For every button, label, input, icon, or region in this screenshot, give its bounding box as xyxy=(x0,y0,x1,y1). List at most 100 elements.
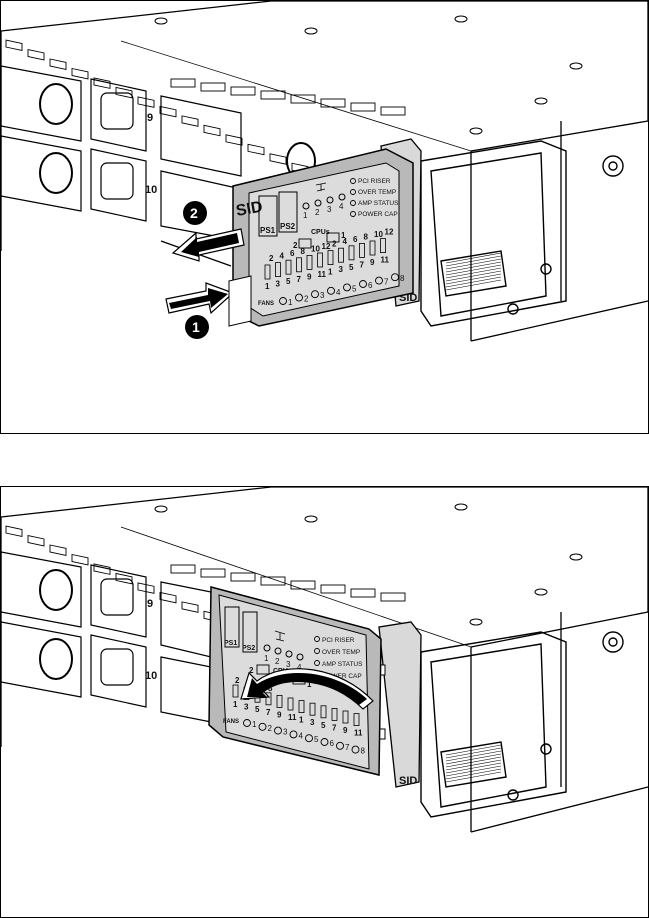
nic-number-1: 1 xyxy=(264,654,269,663)
dimm-led xyxy=(320,705,327,719)
step-1-panel: 9 10 SID SID PS1 PS2 1 2 3 4 PCI RISER xyxy=(0,0,649,434)
dimm-led xyxy=(353,713,360,727)
cpu-number-2: 2 xyxy=(293,241,298,250)
sid-module-label: SID xyxy=(235,199,264,220)
dimm-label-top: 2 xyxy=(269,254,274,263)
fan-led xyxy=(391,273,399,282)
fan-number: 8 xyxy=(400,274,405,283)
callout-2-number: 2 xyxy=(190,205,198,221)
dimm-led xyxy=(285,259,292,275)
nic-number-3: 3 xyxy=(327,205,332,214)
drive-bays xyxy=(1,551,212,723)
fan-number: 1 xyxy=(288,298,293,307)
dimm-label-bottom: 3 xyxy=(276,280,281,289)
dimm-label-bottom: 7 xyxy=(297,275,302,284)
dimm-label-bottom: 7 xyxy=(266,708,271,717)
dimm-led xyxy=(265,692,272,706)
bay-number-9: 9 xyxy=(147,598,153,610)
nic-number-3: 3 xyxy=(286,660,291,669)
status-label-amp-status: AMP STATUS xyxy=(358,200,399,207)
dimm-label-bottom: 5 xyxy=(255,705,260,714)
fan-led xyxy=(375,276,383,285)
fan-led xyxy=(336,741,344,750)
dimm-label-top: 2 xyxy=(235,676,240,685)
status-label-amp-status: AMP STATUS xyxy=(322,661,363,668)
dimm-label-top: 12 xyxy=(322,242,331,251)
release-latch[interactable] xyxy=(228,275,252,327)
cpu-indicators xyxy=(298,232,340,249)
sid-module[interactable] xyxy=(232,148,414,327)
dimm-led xyxy=(327,250,334,266)
status-label-pci-riser: PCI RISER xyxy=(358,178,391,185)
step-1-illustration: 9 10 SID SID PS1 PS2 1 2 3 4 PCI RISER xyxy=(1,1,648,342)
dimm-label-bottom: 7 xyxy=(332,723,337,732)
bay-number-10: 10 xyxy=(145,670,157,682)
dimm-led xyxy=(348,245,355,261)
dimm-led xyxy=(338,247,344,263)
network-icon xyxy=(315,182,327,192)
fan-number: 7 xyxy=(384,278,389,287)
dimm-label-bottom: 9 xyxy=(343,726,348,735)
fans-label: FANS xyxy=(258,301,274,307)
dimm-label-bottom: 1 xyxy=(265,282,270,291)
psu-label-2: PS2 xyxy=(280,222,296,231)
dimm-led xyxy=(380,238,386,254)
dimm-label-bottom: 9 xyxy=(277,710,282,719)
nic-number-2: 2 xyxy=(275,657,280,666)
nic-indicators xyxy=(263,644,304,661)
dimm-label-top: 12 xyxy=(385,228,394,237)
fan-number: 3 xyxy=(283,728,288,737)
ear-hatching xyxy=(445,744,502,783)
psu-indicators xyxy=(258,191,298,237)
fan-led xyxy=(320,738,329,746)
status-label-power-cap: POWER CAP xyxy=(322,673,362,680)
cpu-number-2: 2 xyxy=(249,666,254,675)
dimm-led xyxy=(298,700,305,714)
dimm-label-top: 6 xyxy=(290,249,295,258)
status-label-power-cap: POWER CAP xyxy=(358,211,398,218)
dimm-led xyxy=(296,257,302,273)
fan-led xyxy=(274,726,282,735)
dimm-label-top: 8 xyxy=(364,232,369,241)
fan-number: 1 xyxy=(252,720,257,729)
fan-number: 4 xyxy=(336,288,341,297)
dimm-label-top: 8 xyxy=(301,247,306,256)
nic-indicators xyxy=(302,193,346,210)
fan-led xyxy=(327,286,335,295)
dimm-label-bottom: 11 xyxy=(381,256,390,265)
dimm-label-bottom: 9 xyxy=(307,272,312,281)
rotate-arrow xyxy=(240,668,374,710)
dimm-label-bottom: 1 xyxy=(328,268,333,277)
dimm-led xyxy=(309,702,316,716)
dimm-led xyxy=(287,697,294,711)
chassis-screws xyxy=(154,503,583,626)
dimm-led xyxy=(232,684,239,698)
network-icon xyxy=(274,630,286,642)
dimm-label-bottom: 7 xyxy=(360,260,365,269)
psu-indicators xyxy=(224,606,258,653)
bay-number-10: 10 xyxy=(145,184,157,196)
dimm-label-bottom: 11 xyxy=(318,270,327,279)
dimm-label-top: 4 xyxy=(343,237,348,246)
dimm-label-top: 10 xyxy=(311,244,320,253)
rack-ear xyxy=(420,140,624,327)
fan-led xyxy=(295,293,303,302)
dimm-led xyxy=(342,710,349,724)
callout-1-number: 1 xyxy=(192,319,200,335)
fan-led xyxy=(311,290,319,299)
pull-out-arrow xyxy=(171,228,245,262)
psu-label-1: PS1 xyxy=(260,226,276,235)
fan-number: 4 xyxy=(299,731,304,740)
nic-number-4: 4 xyxy=(297,663,302,672)
fan-number: 6 xyxy=(368,281,373,290)
dimm-led xyxy=(306,254,313,270)
press-arrow xyxy=(165,282,235,315)
cpu-number-1: 1 xyxy=(307,680,312,689)
dimm-label-bottom: 5 xyxy=(286,277,291,286)
dimm-led xyxy=(317,252,323,268)
fans-label: FANS xyxy=(223,719,239,725)
